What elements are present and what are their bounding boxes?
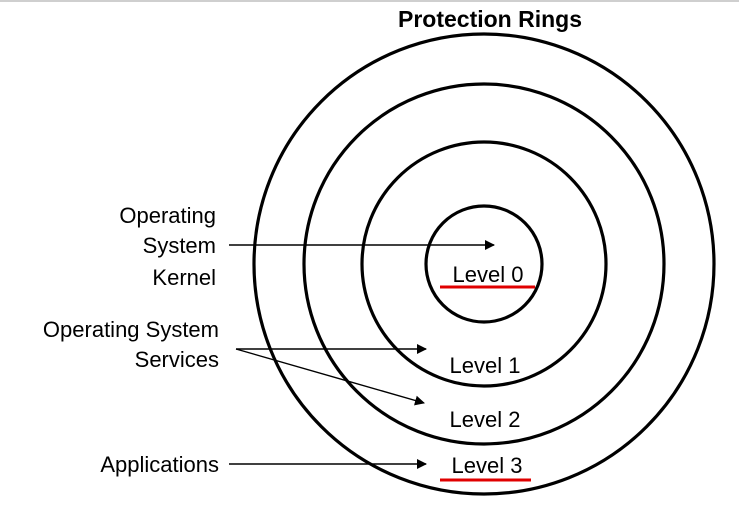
services-label-line-2: Services bbox=[135, 347, 219, 372]
ring-level-2 bbox=[302, 82, 666, 446]
kernel-label-line-1: Operating bbox=[119, 203, 216, 228]
services-arrow-level-2 bbox=[235, 348, 425, 406]
services-label-line-1: Operating System bbox=[43, 317, 219, 342]
applications-label: Applications bbox=[100, 452, 219, 477]
ring-level-3 bbox=[252, 32, 716, 496]
ring-level-1 bbox=[360, 140, 608, 388]
diagram-title: Protection Rings bbox=[398, 6, 582, 32]
level-0-label: Level 0 bbox=[453, 262, 524, 287]
level-1-label: Level 1 bbox=[450, 353, 521, 378]
level-2-label: Level 2 bbox=[450, 407, 521, 432]
ring-level-0 bbox=[424, 204, 544, 324]
kernel-label-line-2: System bbox=[143, 233, 216, 258]
level-3-label: Level 3 bbox=[452, 453, 523, 478]
kernel-label-line-3: Kernel bbox=[152, 265, 216, 290]
